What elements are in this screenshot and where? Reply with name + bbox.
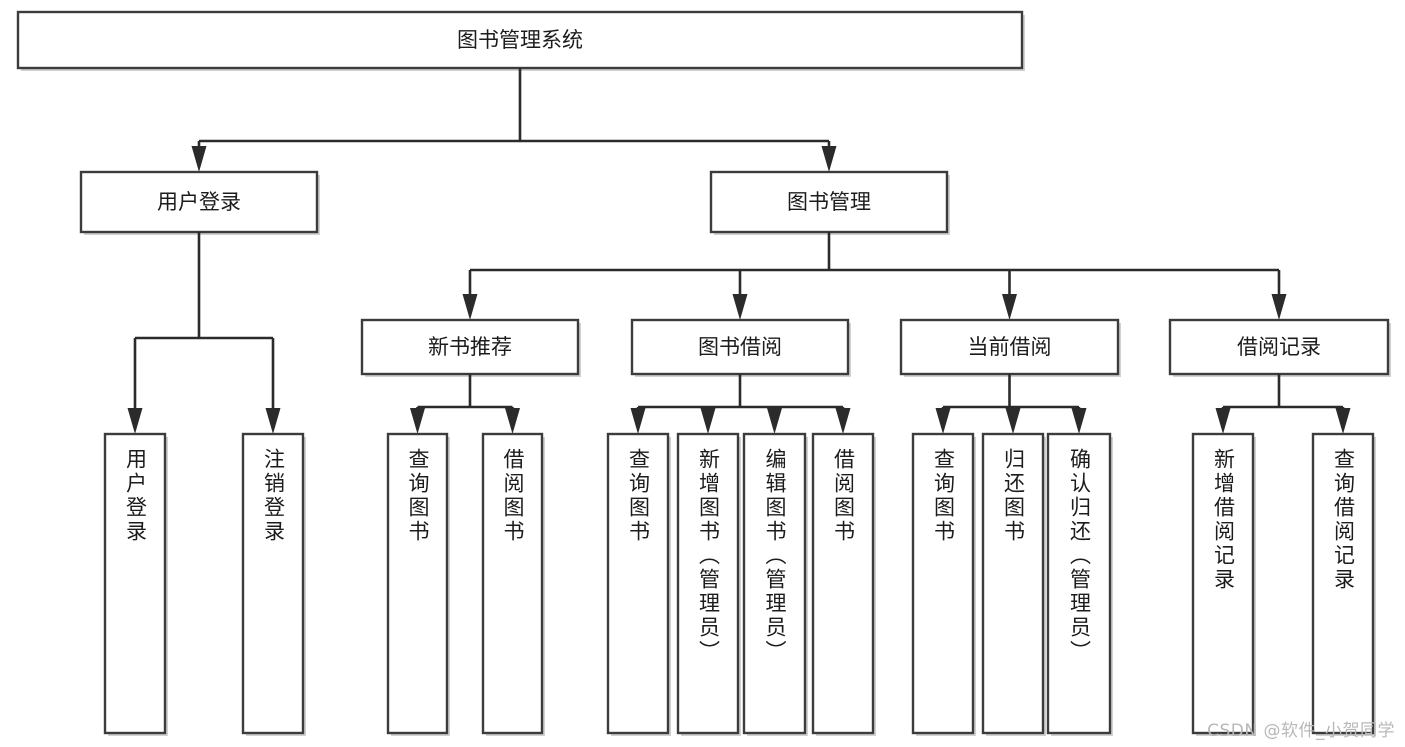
node-leaf-注销登录-1[interactable]	[241, 432, 306, 736]
node-level2-当前借阅-2[interactable]: 当前借阅	[899, 318, 1121, 377]
arrow-to-新书推荐	[462, 270, 478, 320]
node-leaf-编辑图书管理员-6[interactable]	[742, 432, 808, 736]
node-label: 新书推荐	[428, 335, 512, 359]
node-label: 图书管理	[787, 190, 871, 214]
node-rect[interactable]	[103, 432, 167, 735]
node-rect[interactable]	[1311, 432, 1375, 735]
node-label: 图书管理系统	[457, 28, 583, 52]
arrow-to-借阅图书-1	[505, 407, 520, 434]
node-leaf-查询图书-8[interactable]	[911, 432, 976, 736]
node-rect[interactable]	[606, 432, 670, 735]
node-rect[interactable]	[709, 170, 949, 234]
node-leaf-确认归还管理员-10[interactable]	[1046, 432, 1113, 736]
node-leaf-查询借阅记录-12[interactable]	[1311, 432, 1376, 736]
node-level1-用户登录-0[interactable]: 用户登录	[79, 170, 320, 235]
node-leaf-借阅图书-3[interactable]	[481, 432, 545, 736]
node-leaf-新增图书管理员-5[interactable]	[676, 432, 741, 736]
node-rect[interactable]	[899, 318, 1120, 376]
node-rect[interactable]	[360, 318, 580, 376]
node-rect[interactable]	[676, 432, 740, 735]
node-rect[interactable]	[911, 432, 975, 735]
arrow-to-注销登录-1	[265, 338, 281, 434]
arrow-to-图书借阅	[732, 270, 748, 320]
node-level2-借阅记录-3[interactable]: 借阅记录	[1168, 318, 1391, 377]
node-rect[interactable]	[811, 432, 875, 735]
arrow-to-查询图书-0	[935, 407, 951, 434]
node-rect[interactable]	[1168, 318, 1390, 376]
node-leaf-查询图书-4[interactable]	[606, 432, 671, 736]
node-level2-图书借阅-1[interactable]: 图书借阅	[630, 318, 851, 377]
arrow-to-用户登录-0	[127, 338, 143, 434]
arrow-to-查询图书-0	[630, 407, 646, 434]
arrow-to-借阅图书-3	[835, 407, 851, 434]
arrow-to-新增借阅记录-0	[1215, 407, 1231, 434]
node-rect[interactable]	[1046, 432, 1112, 735]
arrow-to-借阅记录	[1271, 270, 1287, 320]
node-rect[interactable]	[630, 318, 850, 376]
node-rect[interactable]	[742, 432, 807, 735]
node-rect[interactable]	[1191, 432, 1255, 735]
arrow-to-新增图书管理员-1	[700, 407, 716, 434]
node-label: 图书借阅	[698, 335, 782, 359]
arrow-to-查询图书-0	[410, 407, 425, 434]
arrow-to-编辑图书管理员-2	[767, 407, 782, 434]
node-rect[interactable]	[16, 10, 1024, 70]
node-rect[interactable]	[241, 432, 305, 735]
node-leaf-借阅图书-7[interactable]	[811, 432, 876, 736]
node-rect[interactable]	[386, 432, 449, 735]
node-label: 用户登录	[157, 190, 241, 214]
arrow-to-查询借阅记录-1	[1335, 407, 1351, 434]
node-leaf-归还图书-9[interactable]	[981, 432, 1046, 736]
node-level1-图书管理-1[interactable]: 图书管理	[709, 170, 950, 235]
node-leaf-新增借阅记录-11[interactable]	[1191, 432, 1256, 736]
csdn-watermark: CSDN @软件_小贺同学	[1207, 721, 1395, 741]
node-rect[interactable]	[481, 432, 544, 735]
arrow-to-当前借阅	[1002, 270, 1017, 320]
node-rect[interactable]	[981, 432, 1045, 735]
node-root-图书管理系统-0[interactable]: 图书管理系统	[16, 10, 1025, 71]
arrow-to-图书管理	[821, 141, 837, 172]
arrow-to-归还图书-1	[1005, 407, 1021, 434]
node-label: 当前借阅	[968, 335, 1052, 359]
arrow-to-确认归还管理员-2	[1071, 407, 1087, 434]
node-leaf-查询图书-2[interactable]	[386, 432, 450, 736]
arrow-to-用户登录	[191, 141, 207, 172]
node-label: 借阅记录	[1237, 335, 1321, 359]
node-level2-新书推荐-0[interactable]: 新书推荐	[360, 318, 581, 377]
node-leaf-用户登录-0[interactable]	[103, 432, 168, 736]
